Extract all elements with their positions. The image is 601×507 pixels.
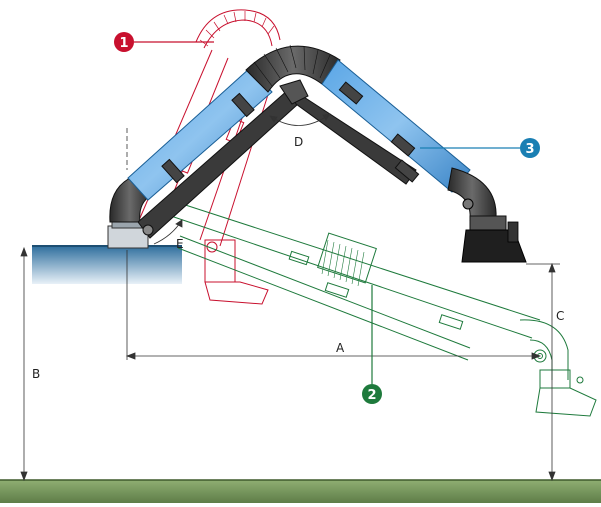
- arm-position-lowered: [167, 199, 597, 417]
- ground: [0, 480, 601, 503]
- dimension-label-e: E: [176, 237, 184, 251]
- bracket: [394, 159, 420, 183]
- dimension-lines: [20, 113, 560, 482]
- bracket: [338, 81, 364, 105]
- dimension-label-c: C: [556, 309, 564, 323]
- dimension-label-a: A: [336, 341, 345, 355]
- arm-position-main: [107, 44, 527, 263]
- bracket: [390, 133, 416, 157]
- base-swivel: [107, 225, 149, 249]
- callout-2-badge: [362, 384, 382, 404]
- support-arm-apex: [279, 79, 309, 105]
- callout-1-label: 1: [119, 36, 128, 51]
- bracket: [231, 92, 255, 118]
- dimension-label-d: D: [294, 135, 303, 149]
- hood-collar: [469, 215, 507, 231]
- platform: [32, 246, 182, 284]
- callout-3-label: 3: [525, 142, 534, 157]
- bracket: [161, 158, 185, 184]
- callout-1-badge: [114, 32, 134, 52]
- callout-2-label: 2: [367, 388, 376, 403]
- callout-3-badge: [520, 138, 540, 158]
- right-bellows: [447, 167, 497, 221]
- dimension-label-b: B: [32, 367, 40, 381]
